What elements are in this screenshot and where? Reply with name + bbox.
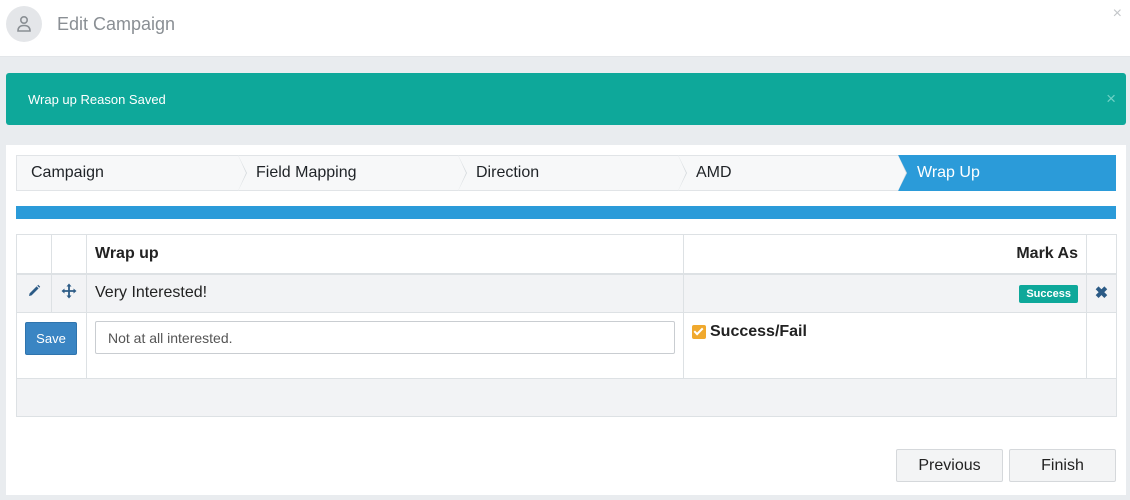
footer-cell bbox=[16, 378, 1117, 417]
step-campaign[interactable]: Campaign bbox=[16, 155, 247, 191]
table-footer-row bbox=[16, 378, 1117, 417]
user-icon bbox=[17, 15, 31, 32]
step-label: Wrap Up bbox=[917, 164, 980, 181]
success-fail-toggle[interactable]: Success/Fail bbox=[684, 313, 1086, 341]
close-icon[interactable]: × bbox=[1112, 5, 1122, 22]
step-label: Campaign bbox=[31, 164, 104, 181]
step-label: AMD bbox=[696, 164, 732, 181]
previous-button[interactable]: Previous bbox=[896, 449, 1003, 482]
step-field-mapping[interactable]: Field Mapping bbox=[238, 155, 467, 191]
step-label: Direction bbox=[476, 164, 540, 181]
success-alert: Wrap up Reason Saved × bbox=[6, 73, 1126, 125]
avatar bbox=[6, 6, 42, 42]
edit-cell bbox=[16, 273, 52, 313]
wrap-up-reason: Very Interested! bbox=[86, 273, 684, 313]
column-header-mark-as: Mark As bbox=[683, 234, 1087, 275]
edit-row: Save Success/Fail bbox=[16, 312, 1117, 379]
wizard-panel: Campaign Field Mapping Direction AMD Wra… bbox=[6, 145, 1126, 495]
step-direction[interactable]: Direction bbox=[458, 155, 687, 191]
table-header-row: Wrap up Mark As bbox=[16, 234, 1117, 275]
wrap-up-input[interactable] bbox=[95, 321, 675, 354]
header-cell bbox=[51, 234, 87, 275]
wizard-steps: Campaign Field Mapping Direction AMD Wra… bbox=[16, 155, 1116, 191]
table-row: Very Interested! Success ✖ bbox=[16, 273, 1117, 313]
checkbox-label: Success/Fail bbox=[710, 323, 807, 340]
step-wrap-up[interactable]: Wrap Up bbox=[898, 155, 1116, 191]
checkbox-checked-icon[interactable] bbox=[692, 325, 706, 339]
remove-icon[interactable]: ✖ bbox=[1094, 285, 1109, 303]
page-title: Edit Campaign bbox=[57, 14, 176, 34]
pencil-icon[interactable] bbox=[27, 284, 41, 298]
save-cell: Save bbox=[16, 312, 87, 379]
empty-cell bbox=[1086, 312, 1117, 379]
move-icon[interactable] bbox=[61, 283, 77, 299]
alert-close-icon[interactable]: × bbox=[1106, 89, 1116, 108]
mark-as-cell: Success bbox=[683, 273, 1087, 313]
input-cell bbox=[86, 312, 684, 379]
checkbox-cell: Success/Fail bbox=[683, 312, 1087, 379]
step-label: Field Mapping bbox=[256, 164, 357, 181]
alert-message: Wrap up Reason Saved bbox=[28, 92, 166, 107]
header-cell bbox=[1086, 234, 1117, 275]
progress-bar bbox=[16, 206, 1116, 219]
wrap-up-table: Wrap up Mark As Very Interested! Success bbox=[16, 234, 1117, 417]
finish-button[interactable]: Finish bbox=[1009, 449, 1116, 482]
step-amd[interactable]: AMD bbox=[678, 155, 907, 191]
header-cell bbox=[16, 234, 52, 275]
modal-header: Edit Campaign × bbox=[0, 0, 1130, 57]
column-header-wrap-up: Wrap up bbox=[86, 234, 684, 275]
drag-cell bbox=[51, 273, 87, 313]
progress-fill bbox=[16, 206, 1116, 219]
status-badge: Success bbox=[1019, 284, 1078, 303]
remove-cell: ✖ bbox=[1086, 273, 1117, 313]
save-button[interactable]: Save bbox=[25, 322, 77, 355]
